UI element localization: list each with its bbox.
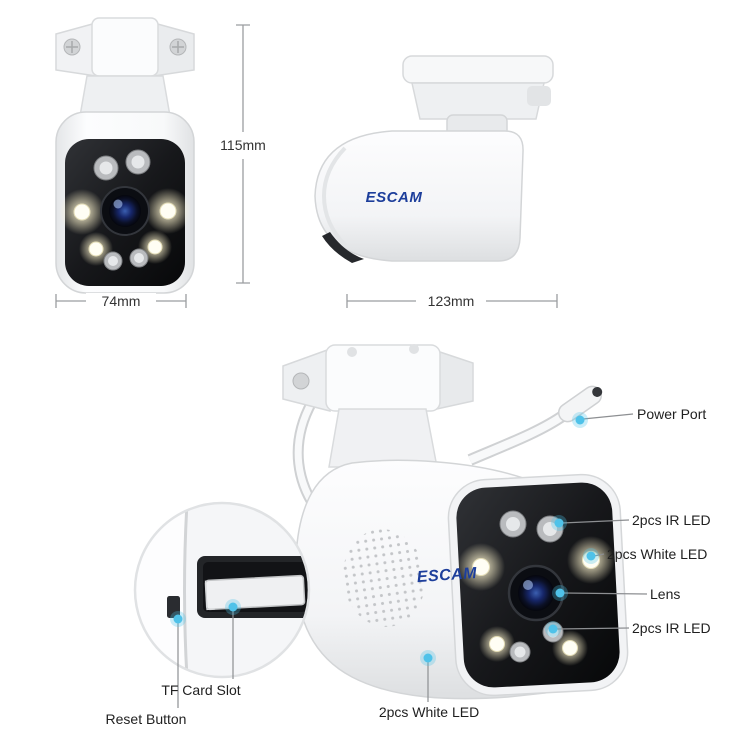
dot-reset-button [170, 611, 186, 627]
main-ir-leds-top [499, 510, 564, 543]
main-lens-icon [507, 564, 565, 622]
callout-dots [170, 412, 599, 666]
front-ir-leds-bottom [103, 248, 149, 271]
tf-card-detail [204, 574, 306, 611]
callout-lines [177, 413, 648, 708]
front-view-camera [55, 17, 195, 294]
dot-white-led-bottom [420, 650, 436, 666]
main-camera [282, 344, 629, 700]
speaker-grille [342, 529, 426, 627]
callout-reset-button: Reset Button [105, 711, 187, 727]
tf-slot-inset [133, 501, 311, 679]
dot-tf-card-slot [225, 599, 241, 615]
screw-icon [292, 372, 310, 390]
dot-ir-led-top [551, 515, 567, 531]
dot-power-port [572, 412, 588, 428]
reset-button-detail [167, 596, 180, 618]
callout-ir-led-bottom: 2pcs IR LED [632, 620, 711, 636]
callout-power-port: Power Port [637, 406, 707, 422]
front-lens-icon [100, 186, 150, 236]
callout-tf-card-slot: TF Card Slot [161, 682, 241, 698]
dimension-line-height [236, 24, 250, 284]
power-connector [557, 385, 603, 423]
dimension-lines [55, 24, 558, 308]
dimension-line-width [55, 294, 187, 308]
dot-ir-led-bottom [545, 621, 561, 637]
dimension-width-label: 74mm [86, 293, 156, 309]
front-white-leds [73, 202, 177, 257]
front-ir-leds-top [93, 149, 151, 181]
side-view-camera [314, 55, 554, 263]
dimension-line-length [346, 294, 558, 308]
callout-lens: Lens [650, 586, 681, 602]
dimension-height-label: 115mm [208, 137, 278, 153]
dot-white-led-side [583, 548, 599, 564]
dimension-length-label: 123mm [416, 293, 486, 309]
callout-white-led-side: 2pcs White LED [607, 546, 708, 562]
callout-ir-led-top: 2pcs IR LED [632, 512, 711, 528]
callout-white-led-bottom: 2pcs White LED [378, 704, 480, 720]
escam-logo-side: ESCAM [365, 189, 423, 206]
dot-lens [552, 585, 568, 601]
